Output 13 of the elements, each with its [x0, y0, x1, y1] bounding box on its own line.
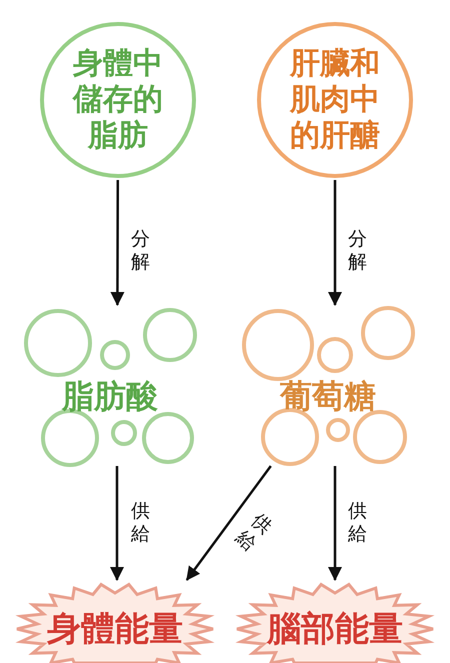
circle-node: [40, 22, 196, 178]
node-label: 身體中儲存的脂肪: [71, 46, 164, 154]
circle-node: [257, 22, 413, 178]
arrow: [110, 180, 124, 306]
arrow: [110, 466, 124, 581]
node-label: 脂肪酸: [60, 377, 159, 416]
node-label: 腦部能量: [265, 609, 404, 650]
arrow: [328, 180, 342, 306]
node-label: 身體能量: [46, 609, 184, 650]
node-label: 肝臟和肌肉中的肝醣: [288, 46, 381, 154]
arrow: [186, 465, 272, 581]
node-label: 葡萄糖: [278, 377, 377, 416]
arrow: [328, 466, 342, 581]
